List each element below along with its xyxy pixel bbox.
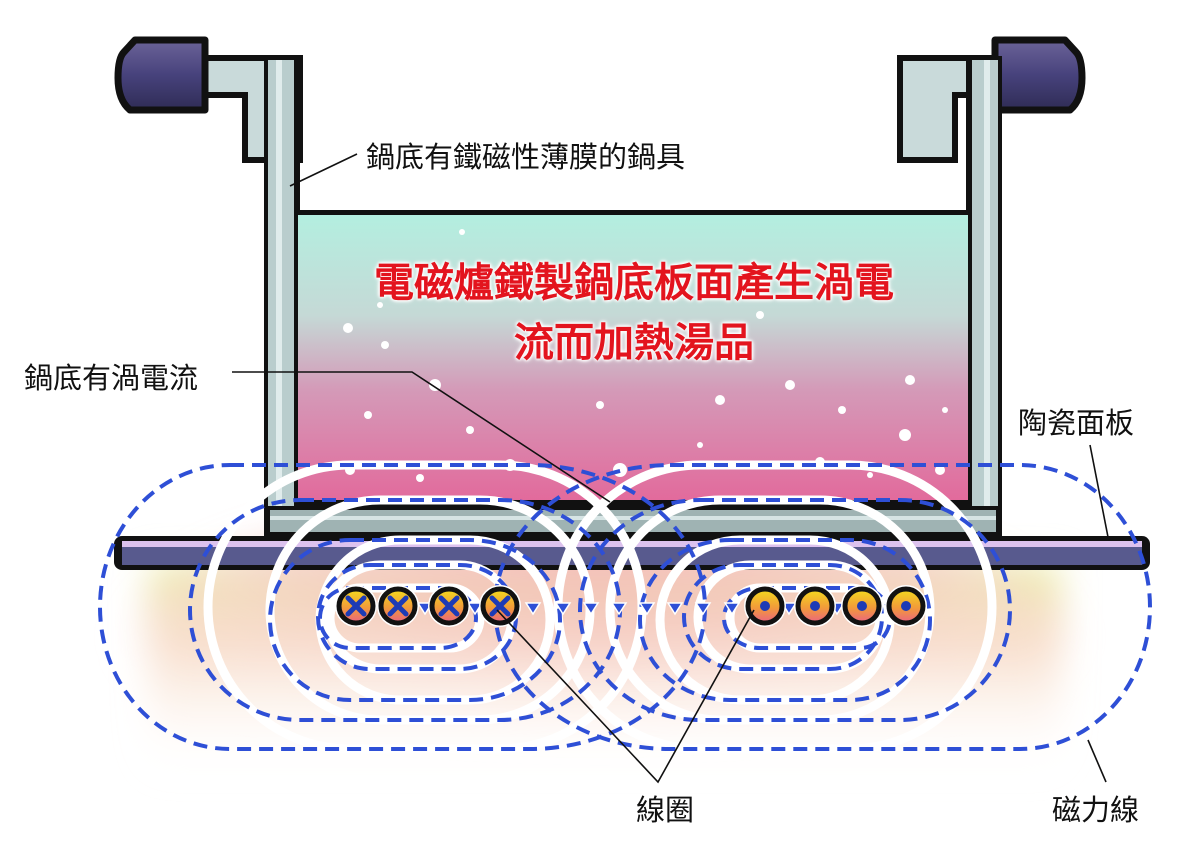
title-line-2: 流而加熱湯品 bbox=[514, 320, 754, 366]
magnetic-lines-label: 磁力線 bbox=[1052, 793, 1140, 827]
eddy-current-label: 鍋底有渦電流 bbox=[24, 361, 199, 395]
right-handle bbox=[897, 36, 1086, 163]
leader-lines bbox=[232, 153, 1109, 784]
ceramic-panel-label: 陶瓷面板 bbox=[1018, 406, 1135, 440]
coil-left bbox=[335, 585, 521, 627]
current-into-page-icon bbox=[345, 595, 511, 617]
pot-label: 鍋底有鐵磁性薄膜的鍋具 bbox=[366, 140, 686, 174]
coil-right bbox=[744, 585, 927, 627]
current-out-of-page-icon bbox=[760, 601, 911, 611]
coil-label: 線圈 bbox=[636, 793, 695, 827]
title-line-1: 電磁爐鐵製鍋底板面產生渦電 bbox=[374, 260, 894, 306]
